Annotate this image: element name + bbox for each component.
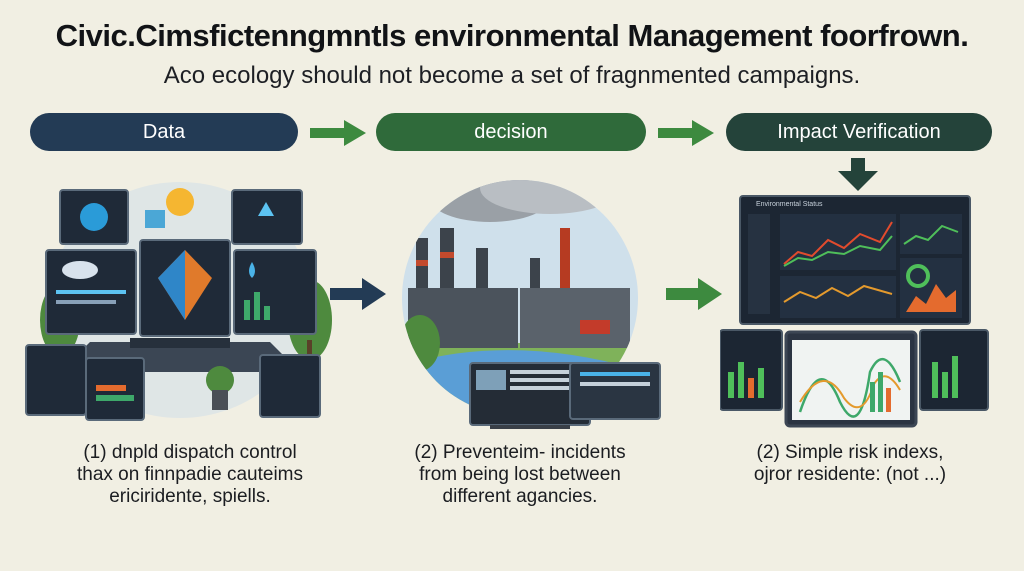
caption-line: different agancies. bbox=[442, 486, 598, 507]
page-subtitle: Aco ecology should not become a set of f… bbox=[163, 62, 861, 89]
caption-decision: (2) Preventeim- incidents from being los… bbox=[370, 442, 670, 508]
arrow-down-icon bbox=[838, 158, 878, 191]
caption-line: ojror residente: (not ...) bbox=[753, 464, 947, 485]
page-title: Civic.Cimsfictenngmntls environmental Ma… bbox=[55, 18, 969, 53]
arrow-right-icon bbox=[310, 120, 366, 146]
arrow-right-icon bbox=[666, 278, 722, 310]
arrow-right-icon bbox=[330, 278, 386, 310]
caption-line: thax on finnpadie cauteims bbox=[76, 464, 304, 485]
caption-line: from being lost between bbox=[419, 464, 621, 485]
caption-line: (1) dnpld dispatch control bbox=[83, 442, 297, 463]
arrow-right-icon bbox=[658, 120, 714, 146]
caption-line: (2) Simple risk indexs, bbox=[756, 442, 944, 463]
step-data-pill: Data bbox=[30, 113, 298, 151]
step-impact-pill: Impact Verification bbox=[726, 113, 992, 151]
screen-title: Environmental Status bbox=[756, 201, 823, 208]
caption-data: (1) dnpld dispatch control thax on finnp… bbox=[40, 442, 340, 508]
factory-illustration bbox=[402, 180, 661, 429]
caption-line: ericiridente, spiells. bbox=[109, 486, 271, 507]
caption-line: (2) Preventeim- incidents bbox=[414, 442, 626, 463]
control-room-illustration bbox=[25, 182, 332, 421]
caption-impact: (2) Simple risk indexs, ojror residente:… bbox=[700, 442, 1000, 486]
plant-icon bbox=[206, 366, 234, 410]
verification-dashboard-illustration: Environmental Status bbox=[720, 195, 989, 428]
step-decision-pill: decision bbox=[376, 113, 646, 151]
